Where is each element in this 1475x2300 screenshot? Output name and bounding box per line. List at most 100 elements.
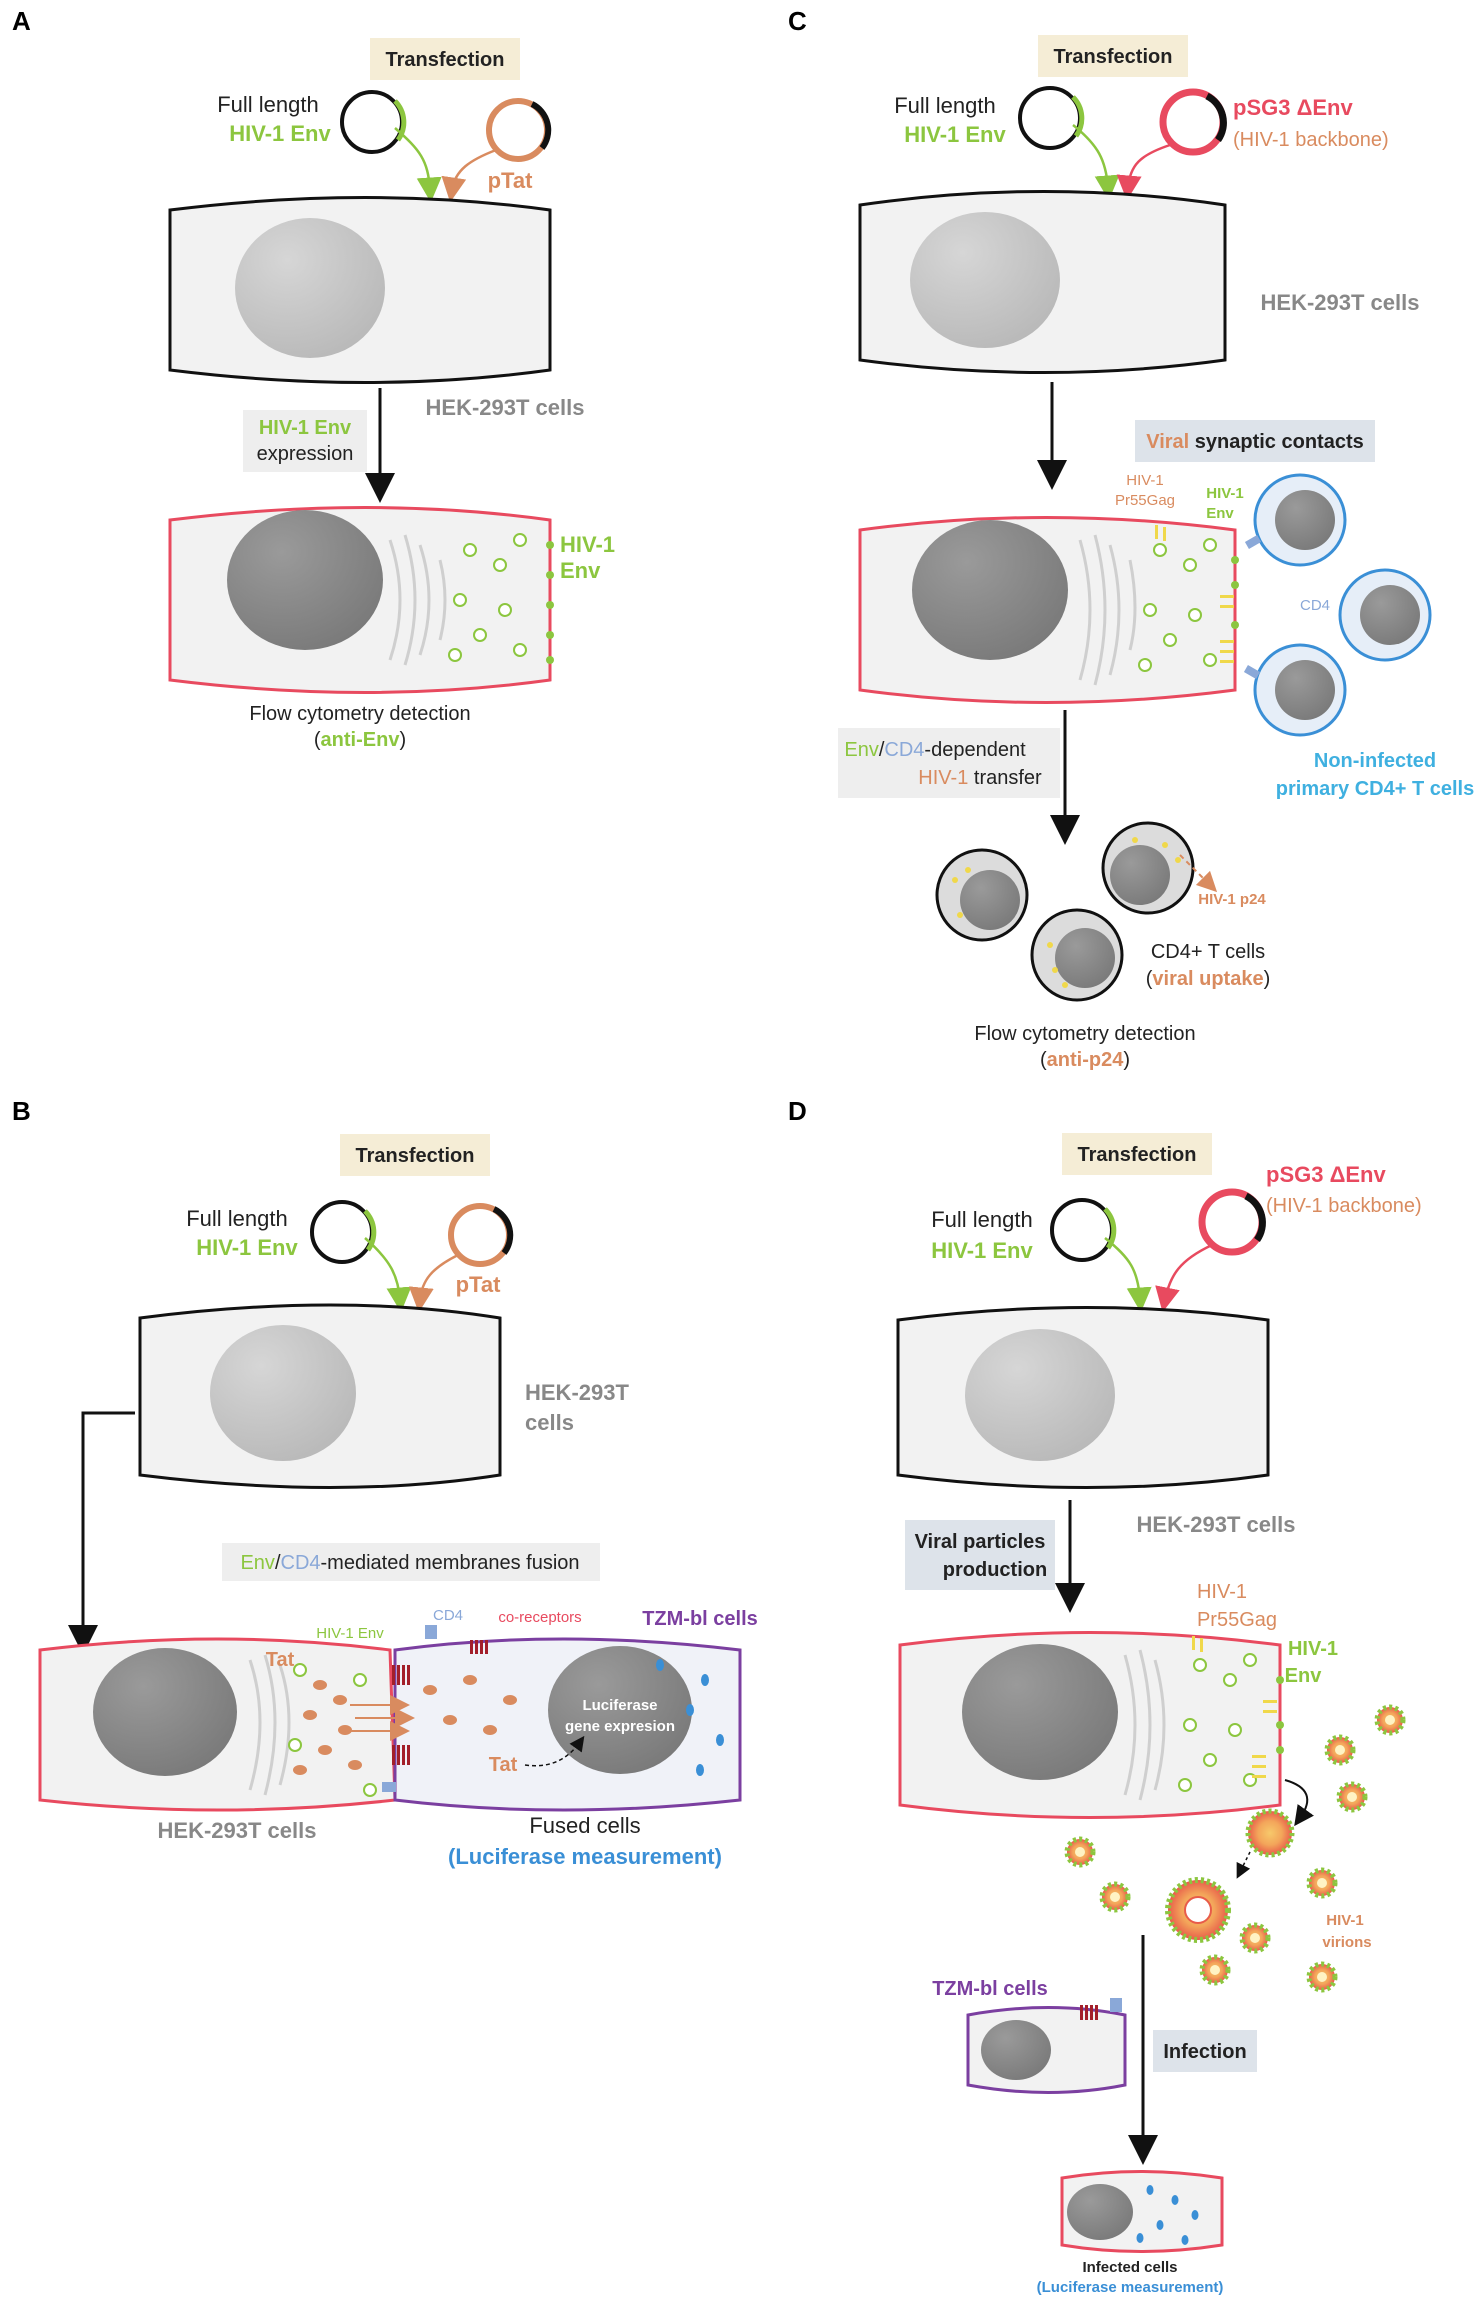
tat-transfection-arrow — [441, 148, 497, 203]
cd4-label: CD4 — [433, 1607, 463, 1624]
noninfected-line2: primary CD4+ T cells — [1276, 778, 1474, 800]
hek-cell-untransfected — [138, 1303, 502, 1489]
backbone-label: (HIV-1 backbone) — [1233, 129, 1389, 151]
transfection-label: Transfection — [1054, 46, 1173, 68]
cd4-t-cell-2 — [1338, 568, 1432, 662]
plasmid-env-line2: HIV-1 Env — [931, 1238, 1033, 1263]
fusion-pore — [350, 1625, 488, 1792]
tcells-line1: CD4+ T cells — [1151, 941, 1265, 963]
psg3-label: pSG3 ΔEnv — [1266, 1162, 1386, 1187]
plasmid-env-line1: Full length — [931, 1207, 1033, 1232]
tat-transfection-arrow — [408, 1253, 459, 1313]
hek-cell-untransfected — [168, 196, 552, 384]
transfer-line2: HIV-1 transfer — [918, 767, 1042, 789]
panel-letter-b: B — [12, 1096, 31, 1126]
tcells-line2: (viral uptake) — [1146, 968, 1271, 990]
transfection-label: Transfection — [356, 1145, 475, 1167]
panel-b: B Transfection Full length HIV-1 Env pTa… — [12, 1096, 758, 1869]
production-line1: Viral particles — [915, 1531, 1046, 1553]
fusion-arrow — [68, 1411, 135, 1655]
transfection-box — [1038, 35, 1188, 77]
transfection-box — [370, 38, 520, 80]
fused-label: Fused cells — [529, 1813, 640, 1838]
luciferase-measure-label: (Luciferase measurement) — [448, 1844, 722, 1869]
env-label-line1: HIV-1 — [560, 532, 615, 557]
env-line1: HIV-1 — [1288, 1638, 1338, 1660]
cells-label: HEK-293T cells — [1261, 290, 1420, 315]
panel-letter-a: A — [12, 6, 31, 36]
luciferase-line2: gene expresion — [565, 1718, 675, 1735]
uptake-cell-1 — [935, 848, 1029, 942]
transfection-box — [340, 1134, 490, 1176]
tzm-cell — [966, 1998, 1127, 2094]
psg3-plasmid-icon — [1198, 1188, 1266, 1256]
luciferase-line1: Luciferase — [582, 1697, 657, 1714]
cells-label: HEK-293T cells — [426, 395, 585, 420]
transfer-box — [838, 728, 1060, 798]
tzm-label: TZM-bl cells — [642, 1608, 758, 1630]
panel-c: C Transfection Full length HIV-1 Env pSG… — [788, 6, 1474, 1071]
plasmid-env-line1: Full length — [217, 92, 319, 117]
tat-pointer — [524, 1735, 585, 1767]
cells-label-line2: cells — [525, 1410, 574, 1435]
expression-box — [243, 410, 367, 472]
env-transfection-arrow — [1104, 1237, 1152, 1313]
hek-bottom-label: HEK-293T cells — [158, 1818, 317, 1843]
env-line2: Env — [1206, 505, 1234, 522]
released-virion-large — [1165, 1877, 1231, 1943]
cells-label-line1: HEK-293T — [525, 1380, 629, 1405]
production-box — [905, 1520, 1055, 1590]
panel-letter-c: C — [788, 6, 807, 36]
env-plasmid-icon — [340, 90, 407, 154]
psg3-transfection-arrow — [1116, 143, 1171, 201]
virions-line2: virions — [1322, 1934, 1371, 1951]
transfection-label: Transfection — [386, 49, 505, 71]
hek-cell-expressing — [168, 506, 554, 694]
plasmid-tat-label: pTat — [456, 1272, 501, 1297]
uptake-cell-2 — [1101, 821, 1195, 915]
synaptic-label: Viral synaptic contacts — [1146, 431, 1364, 453]
fusion-label: Env/CD4-mediated membranes fusion — [240, 1552, 579, 1574]
psg3-transfection-arrow — [1155, 1243, 1213, 1313]
env-line2: Env — [1285, 1665, 1323, 1687]
noninfected-line1: Non-infected — [1314, 750, 1436, 772]
gag-line2: Pr55Gag — [1197, 1609, 1277, 1631]
hiv-env-label: HIV-1 Env — [316, 1625, 384, 1642]
cd4-t-cell-3 — [1243, 643, 1347, 737]
env-label-line2: Env — [560, 558, 601, 583]
detection-line1: Flow cytometry detection — [974, 1023, 1195, 1045]
psg3-plasmid-icon — [1159, 88, 1227, 156]
plasmid-tat-label: pTat — [488, 168, 533, 193]
infection-box — [1153, 2030, 1257, 2072]
panel-letter-d: D — [788, 1096, 807, 1126]
env-transfection-arrow — [364, 1237, 412, 1313]
env-plasmid-icon — [1050, 1198, 1117, 1262]
virions-line1: HIV-1 — [1326, 1912, 1364, 1929]
transfection-label: Transfection — [1078, 1144, 1197, 1166]
gag-line2: Pr55Gag — [1115, 492, 1175, 509]
panel-a: A Transfection Full length HIV-1 Env pTa… — [12, 6, 615, 751]
detection-line2: (anti-p24) — [1040, 1049, 1130, 1071]
tat-plasmid-icon — [448, 1203, 514, 1267]
detection-line2: (anti-Env) — [314, 729, 406, 751]
expression-line2: expression — [257, 443, 354, 465]
tat-label-1: Tat — [266, 1649, 295, 1671]
budding-virion — [1236, 1779, 1314, 1879]
tat-plasmid-icon — [486, 98, 552, 162]
tat-label-2: Tat — [489, 1754, 518, 1776]
plasmid-env-line2: HIV-1 Env — [196, 1235, 298, 1260]
psg3-label: pSG3 ΔEnv — [1233, 95, 1353, 120]
infected-cell — [1060, 2170, 1224, 2253]
cd4-label: CD4 — [1300, 597, 1330, 614]
p24-label: HIV-1 p24 — [1198, 891, 1266, 908]
plasmid-env-line2: HIV-1 Env — [904, 122, 1006, 147]
gag-line1: HIV-1 — [1197, 1581, 1247, 1603]
luciferase-measure-label: (Luciferase measurement) — [1037, 2279, 1224, 2296]
cells-label: HEK-293T cells — [1137, 1512, 1296, 1537]
transfection-box — [1062, 1133, 1212, 1175]
hek-cell-producing — [858, 516, 1239, 704]
plasmid-env-line1: Full length — [186, 1206, 288, 1231]
backbone-label: (HIV-1 backbone) — [1266, 1195, 1422, 1217]
infected-label: Infected cells — [1082, 2259, 1177, 2276]
